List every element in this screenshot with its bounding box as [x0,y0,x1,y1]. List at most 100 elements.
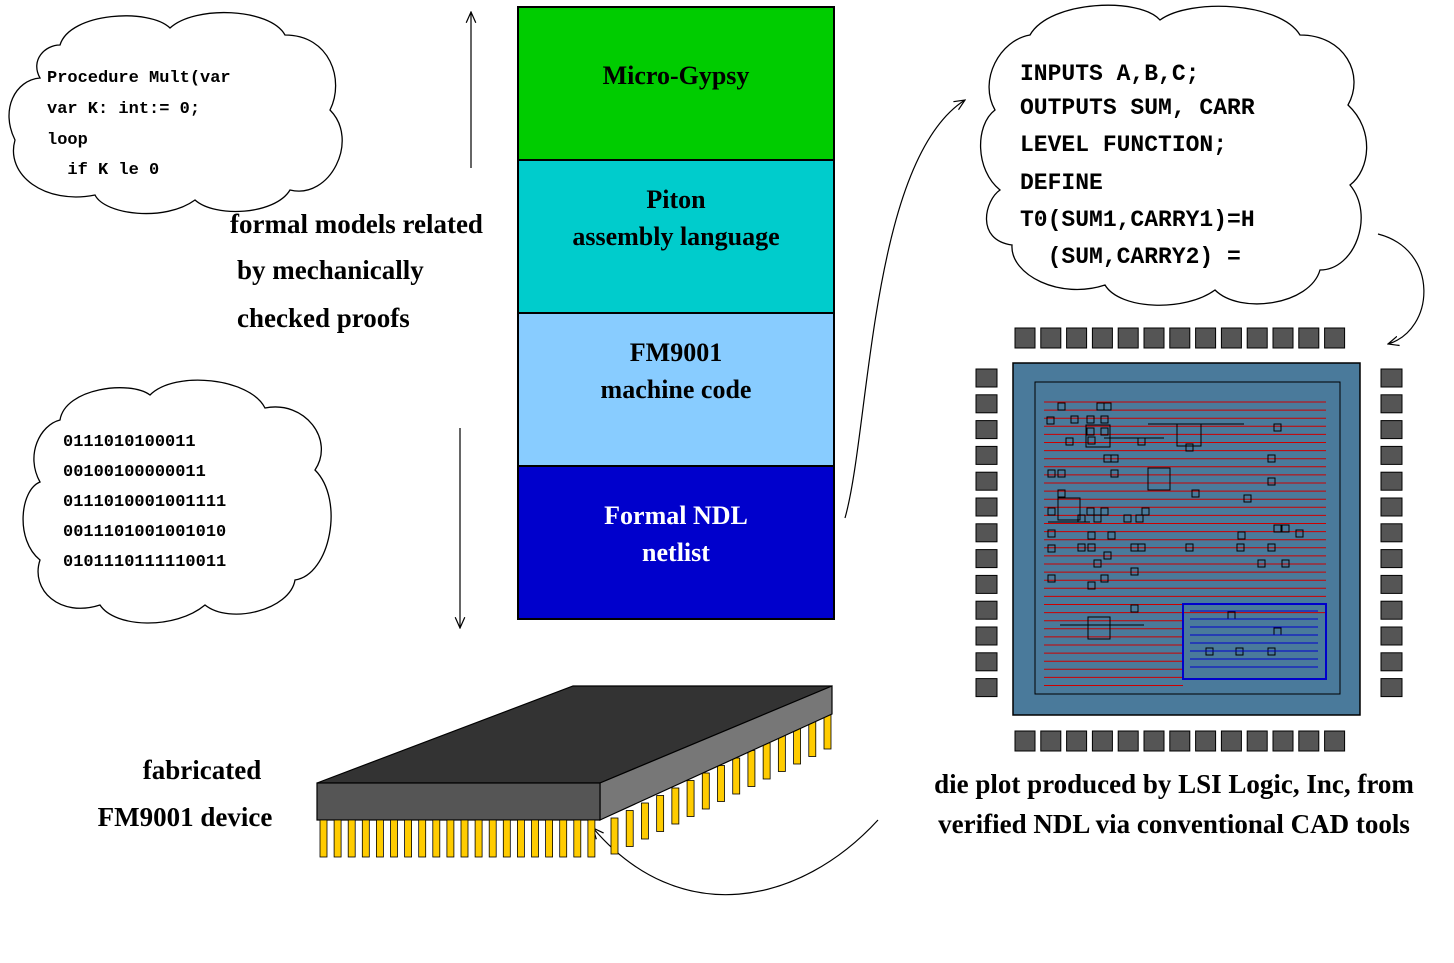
arrow-die-to-device [593,819,879,896]
die-cell [1103,402,1112,411]
die-cell [1123,514,1132,523]
die-pad [1040,730,1062,752]
die-cell [1237,531,1246,540]
layer-label-line-1: Micro-Gypsy [603,61,750,90]
layer-ndl: Formal NDL netlist [517,465,835,620]
chip-pin [732,757,741,795]
chip-pin [460,819,469,858]
die-cell [1273,423,1282,432]
die-cell [1110,469,1119,478]
die-cell [1057,469,1066,478]
die-cell [1281,524,1290,533]
die-pad [975,652,998,672]
ndl-line: (SUM,CARRY2) = [1020,244,1241,270]
layer-label-line-2: assembly language [572,222,779,251]
die-cell [1086,415,1095,424]
ndl-line: T0(SUM1,CARRY1)=H [1020,207,1255,233]
code-line: var K: int:= 0; [47,100,200,119]
die-cell [1047,469,1056,478]
chip-pin [671,787,680,825]
chip-pin [545,819,553,858]
cloud-outline [22,379,332,624]
die-pad [1298,730,1320,752]
chip-pin [502,819,511,858]
die-cell [1100,574,1109,583]
die-pad [975,420,998,440]
binary-line: 0011101001001010 [63,523,226,542]
die-cell [1070,415,1079,424]
die-pad [1246,730,1268,752]
die-cell [1047,507,1056,516]
die-pad [1272,327,1294,349]
chip-pin [488,819,497,858]
chip-pin [587,819,596,858]
die-cell [1047,529,1056,538]
layer-micro-gypsy: Micro-Gypsy [517,6,835,161]
chip-pins-right [610,712,832,855]
chip-pin [404,819,413,858]
die-pad [1091,327,1113,349]
arrow-ndl-to-code [844,100,965,519]
die-pad [975,497,998,517]
die-cell [1267,454,1276,463]
die-pad [1380,549,1403,569]
chip-pin [717,765,725,802]
device-caption-line-2: FM9001 device [98,802,273,832]
die-cell [1103,551,1112,560]
die-cell [1100,507,1109,516]
die-pad [1143,730,1165,752]
die-block-outline [1182,603,1327,680]
chip-pin [793,727,801,765]
die-sub-block [1182,603,1327,680]
chip-pin [418,819,427,858]
binary-line: 00100100000011 [63,463,206,482]
die-macro [1147,467,1171,491]
die-cell [1087,543,1096,552]
die-cell [1077,543,1086,552]
chip-front-face [316,782,601,821]
die-cell [1065,437,1074,446]
chip-pin [390,819,398,858]
chip-pin [347,819,356,858]
die-cell [1137,543,1146,552]
arrow-code-to-die [1377,233,1425,344]
die-cell [1087,581,1096,590]
die-pad [1117,730,1139,752]
chip-pin [446,819,455,858]
layer-stack: Micro-Gypsy Piton assembly language FM90… [517,6,835,620]
chip-pin [747,750,756,787]
layer-label-line-1: Formal NDL [604,501,748,530]
die-pad [1380,394,1403,414]
layer-label-line-2: machine code [601,375,752,404]
chip-pin [641,802,649,840]
die-cell [1185,443,1194,452]
die-pad [1066,327,1088,349]
ndl-line: INPUTS A,B,C; [1020,61,1199,87]
chip-pin [517,819,525,858]
binary-line: 0111010001001111 [63,493,226,512]
die-pad [975,368,998,388]
chip-pin [573,819,582,858]
die-pad [1380,497,1403,517]
binary-line: 0111010100011 [63,433,196,452]
die-macro [1087,616,1111,640]
die-pad [975,574,998,594]
die-cell [1185,543,1194,552]
die-cell [1047,574,1056,583]
chip-pin [559,819,568,858]
die-pad [1246,327,1268,349]
layer-piton: Piton assembly language [517,159,835,314]
die-pad [1014,730,1036,752]
die-cell [1130,604,1139,613]
chip-pin [808,720,817,757]
chip-pin [656,795,665,832]
die-pad [1380,678,1403,698]
chip-pin [686,780,695,817]
die-pad [1220,730,1242,752]
die-cell [1093,559,1102,568]
die-cell [1243,494,1252,503]
ndl-cloud: INPUTS A,B,C; OUTPUTS SUM, CARR LEVEL FU… [979,4,1368,306]
chip-pin [474,819,483,858]
die-pad [1380,420,1403,440]
